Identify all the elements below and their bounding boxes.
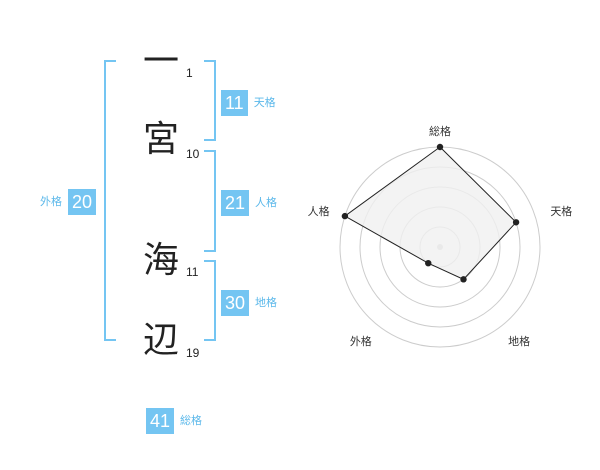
chikaku-bracket <box>204 260 216 341</box>
jinkaku-value: 21 <box>221 190 250 216</box>
tenkaku-bracket <box>204 60 216 141</box>
radar-axis-label-3: 地格 <box>508 334 530 348</box>
stroke-count-4: 19 <box>186 346 200 360</box>
radar-axis-label-5: 人格 <box>308 204 330 218</box>
radar-axis-label-2: 天格 <box>550 204 572 218</box>
soukaku-value: 41 <box>146 408 175 434</box>
stroke-count-2: 10 <box>186 147 200 161</box>
chikaku-value: 30 <box>221 290 250 316</box>
radar-polygon <box>343 146 517 280</box>
radar-point-1 <box>436 143 444 151</box>
radar-axis-label-4: 外格 <box>350 334 372 348</box>
name-char-3: 海 <box>142 240 179 281</box>
chikaku: 30 地格 <box>221 290 277 316</box>
tenkaku-label: 天格 <box>253 96 276 109</box>
jinkaku: 21 人格 <box>221 190 277 216</box>
name-char-1: 一 <box>142 41 179 82</box>
gaikaku-bracket <box>104 60 116 341</box>
chikaku-label: 地格 <box>255 296 278 309</box>
radar-point-4 <box>425 259 432 267</box>
gaikaku-value: 20 <box>68 189 97 215</box>
gaikaku-label: 外格 <box>40 195 62 208</box>
tenkaku: 11 天格 <box>221 90 276 116</box>
jinkaku-label: 人格 <box>255 196 278 209</box>
jinkaku-bracket <box>204 150 216 252</box>
stroke-count-3: 11 <box>186 265 199 279</box>
soukaku: 41 総格 <box>146 408 202 434</box>
radar-shape <box>341 143 520 283</box>
radar-point-3 <box>460 276 467 283</box>
radar-point-2 <box>512 219 520 226</box>
radar-point-5 <box>341 212 349 220</box>
tenkaku-value: 11 <box>221 90 248 116</box>
gaikaku: 外格 20 <box>40 189 97 215</box>
stroke-count-1: 1 <box>186 66 193 80</box>
name-char-2: 宮 <box>142 119 179 160</box>
radar-axis-label-1: 総格 <box>429 124 451 138</box>
soukaku-label: 総格 <box>180 414 203 427</box>
name-char-4: 辺 <box>142 320 179 361</box>
